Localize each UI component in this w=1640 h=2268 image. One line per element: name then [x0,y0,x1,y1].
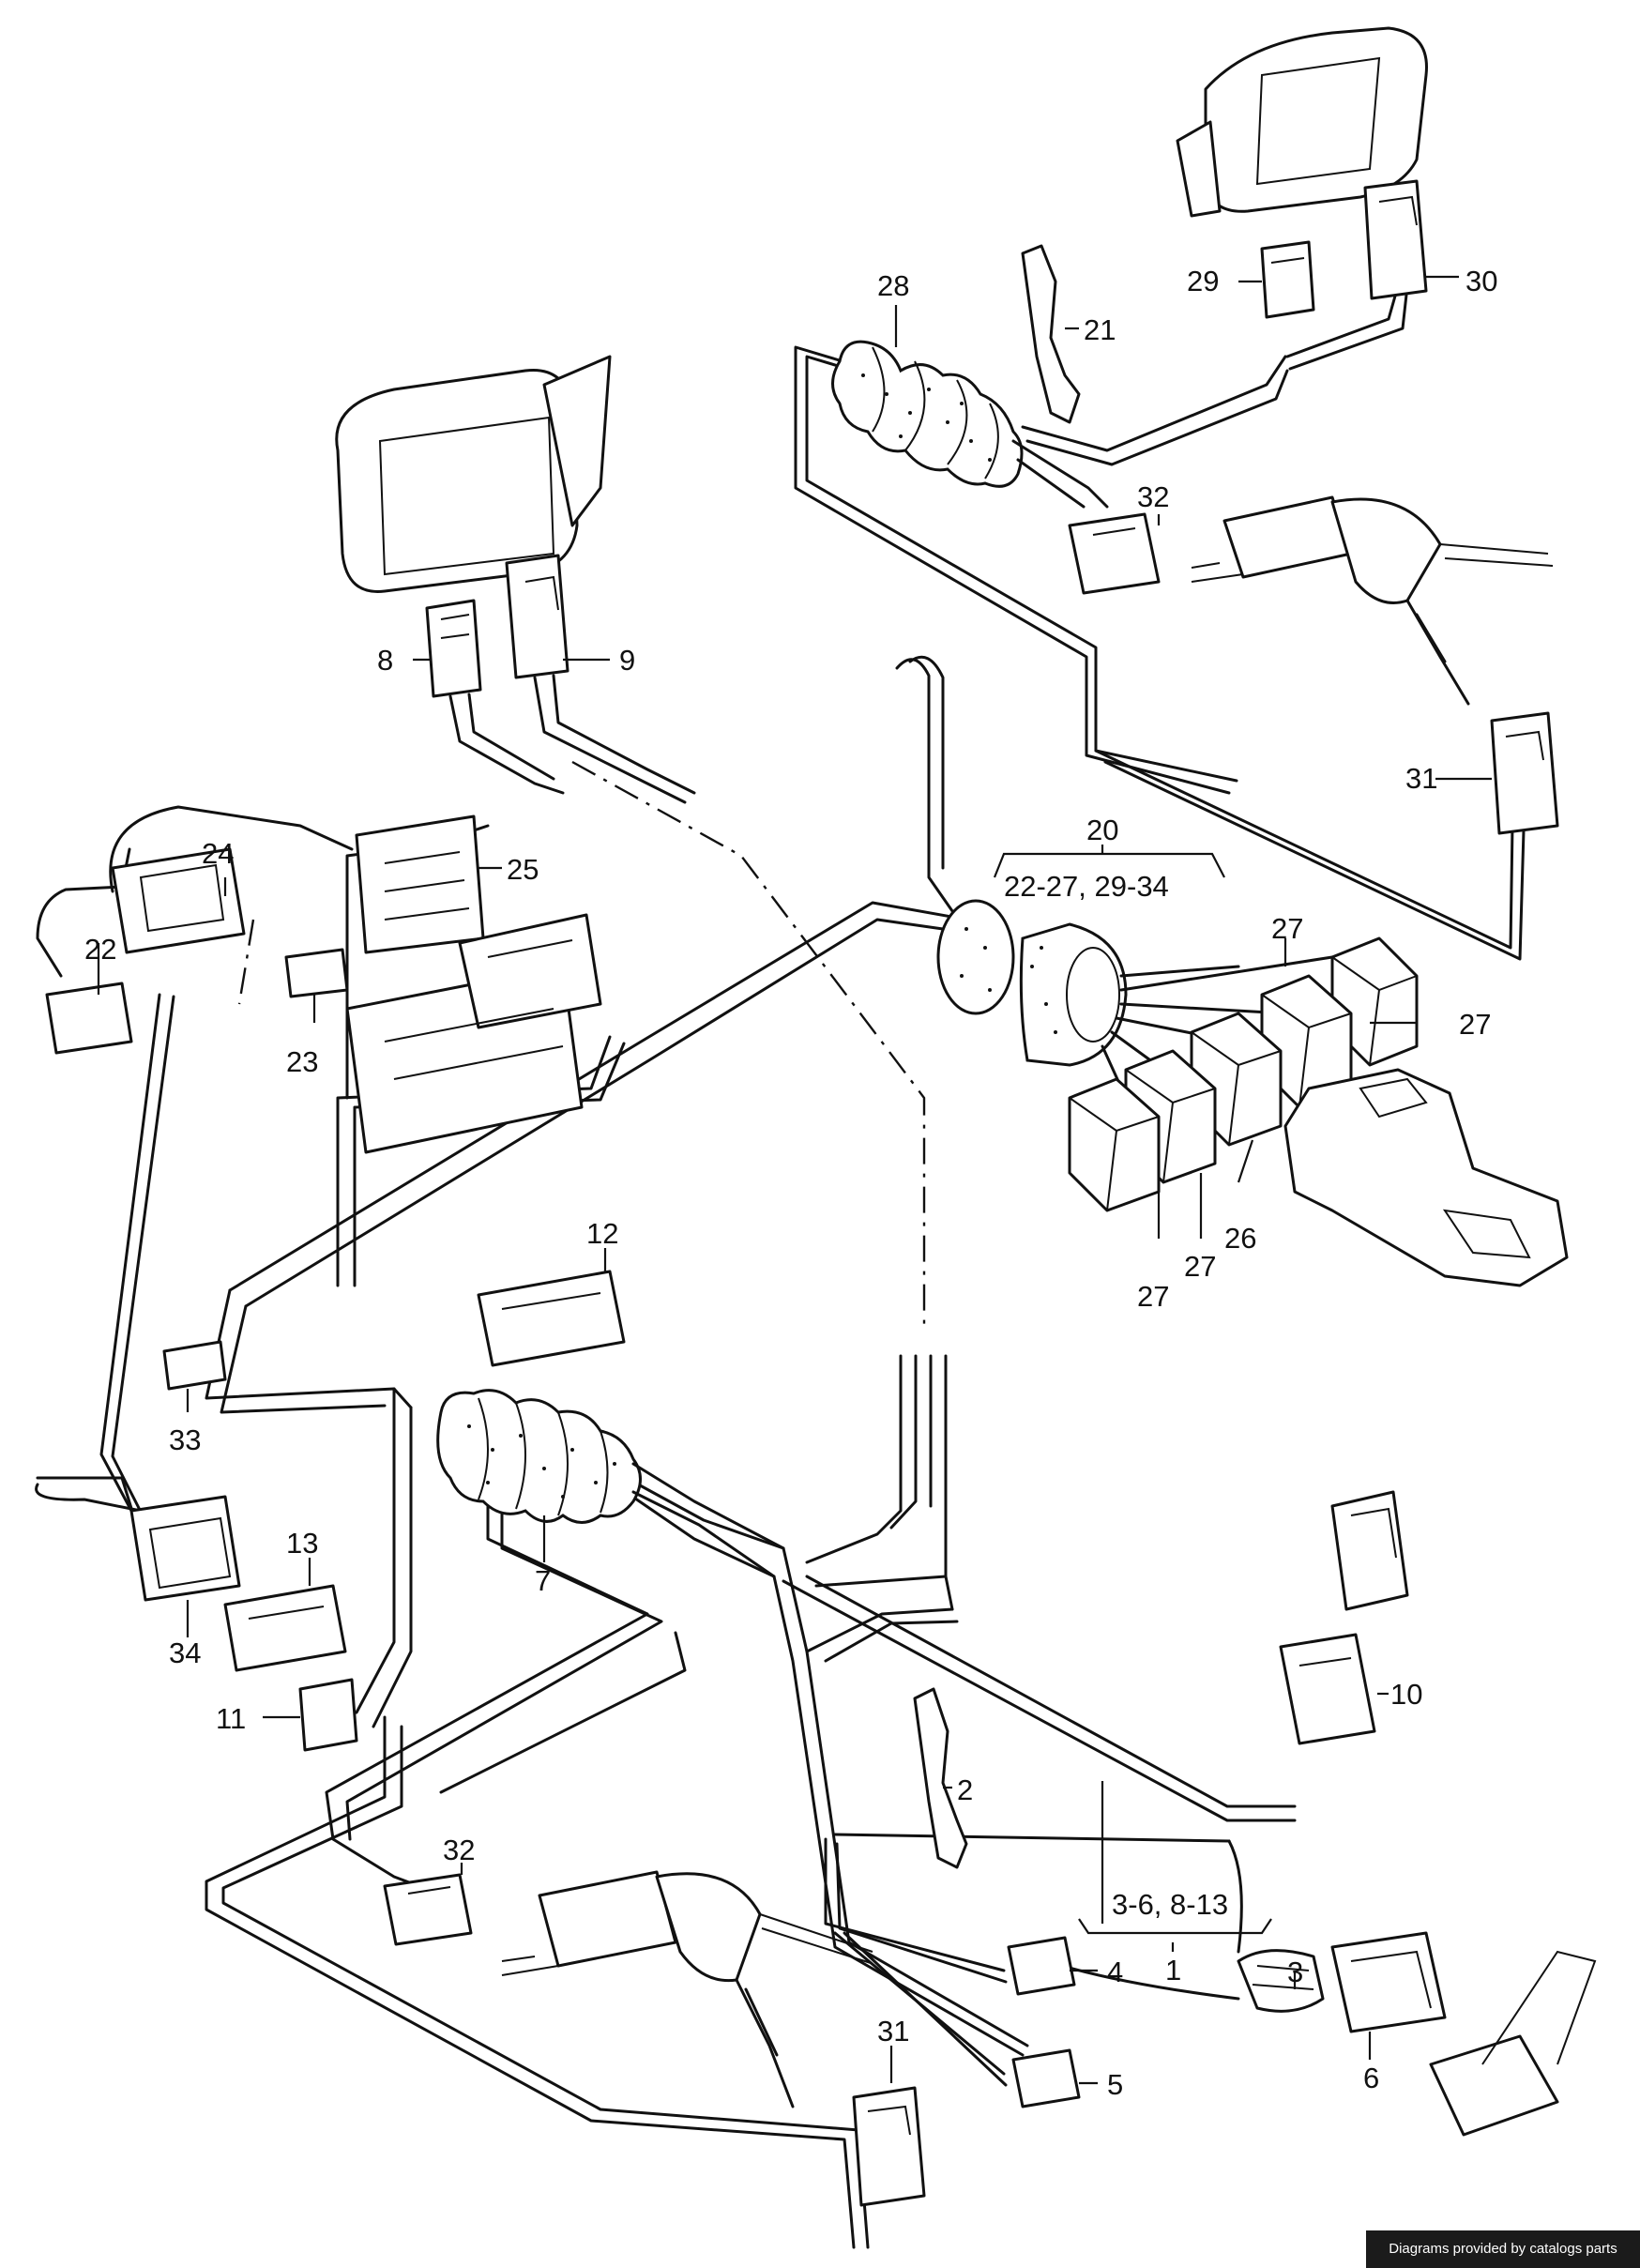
callout-7: 7 [535,1564,551,1597]
connector-32-bottom [383,1873,473,1946]
console-trim [1283,1068,1569,1287]
callout-23: 23 [286,1045,318,1078]
connector-6 [1330,1931,1447,2033]
relay-group [1068,936,1569,1287]
connector-23 [284,948,349,998]
callout-9: 9 [619,644,635,677]
grommet-20 [936,899,1334,1100]
callout-3: 3 [1287,1956,1303,1988]
callout-27-right: 27 [1459,1008,1491,1041]
callout-8: 8 [377,644,393,677]
callout-26: 26 [1224,1222,1256,1255]
connector-21 [1021,244,1081,424]
connector-29 [1260,240,1315,319]
connector-31-bottom [852,2086,926,2207]
callout-31-top: 31 [1405,762,1437,795]
callout-33: 33 [169,1423,201,1456]
connector-33 [162,1340,227,1391]
callout-3-6-8-13: 3-6, 8-13 [1112,1888,1228,1921]
callout-34: 34 [169,1636,201,1669]
grommet-7 [436,1389,785,1578]
callout-2: 2 [957,1773,973,1806]
callout-1: 1 [1165,1954,1181,1986]
connector-10 [1279,1633,1376,1745]
connector-9 [505,554,696,804]
callout-28: 28 [877,269,909,302]
callout-20: 20 [1086,814,1118,846]
connector-25 [355,814,485,954]
callout-21: 21 [1084,313,1116,346]
callout-5: 5 [1107,2068,1123,2101]
connector-8 [425,599,565,795]
callout-31-bottom: 31 [877,2015,909,2047]
leader-dashdot-1 [571,760,926,1332]
callout-10: 10 [1390,1678,1422,1711]
connector-2 [913,1687,968,1869]
main-harness [35,345,1526,2249]
callout-27-top: 27 [1271,912,1303,945]
callout-24: 24 [202,837,234,870]
relay-27-d1 [1330,936,1419,1067]
mirror-right [1176,26,1428,218]
callout-27-mid: 27 [1184,1250,1216,1283]
callout-32-top: 32 [1137,480,1169,513]
callout-11: 11 [216,1702,246,1735]
grommet-28 [831,284,1409,509]
callout-30: 30 [1465,265,1497,297]
leader-dashdot-2 [237,919,255,1005]
connector-32-top [1068,512,1161,595]
leader-lines [97,275,1492,2085]
callout-4: 4 [1107,1956,1123,1988]
mirror-left [335,355,612,593]
wiper-motor-top [1191,495,1554,706]
connector-22 [45,982,133,1055]
credit-banner: Diagrams provided by catalogs parts [1366,2230,1640,2268]
ignition-lock [1429,1950,1597,2137]
callout-13: 13 [286,1527,318,1560]
connector-4 [1007,1936,1076,1996]
callout-22: 22 [84,933,116,966]
switch-upper-right [1330,1490,1409,1611]
callout-29: 29 [1187,265,1219,297]
connector-24 [111,847,246,954]
callout-27-low: 27 [1137,1280,1169,1313]
connector-5 [1011,2048,1081,2108]
connector-34 [129,1495,241,1602]
callout-12: 12 [586,1217,618,1250]
callout-labels: 1 2 3 3-6, 8-13 4 5 6 7 8 9 10 11 12 13 … [84,265,1497,2101]
connector-12 [477,1270,626,1367]
callout-25: 25 [507,853,539,886]
callout-32-bottom: 32 [443,1834,475,1866]
wiper-motor-bottom [501,1870,873,2108]
connector-31-top [1490,711,1559,835]
fuse-box [345,913,602,1154]
connector-11 [298,1678,358,1752]
connector-30 [1363,179,1428,300]
connector-3 [1237,1949,1325,2013]
callout-6: 6 [1363,2062,1379,2094]
connector-13 [223,1584,347,1672]
callout-22-27-29-34: 22-27, 29-34 [1004,870,1169,903]
